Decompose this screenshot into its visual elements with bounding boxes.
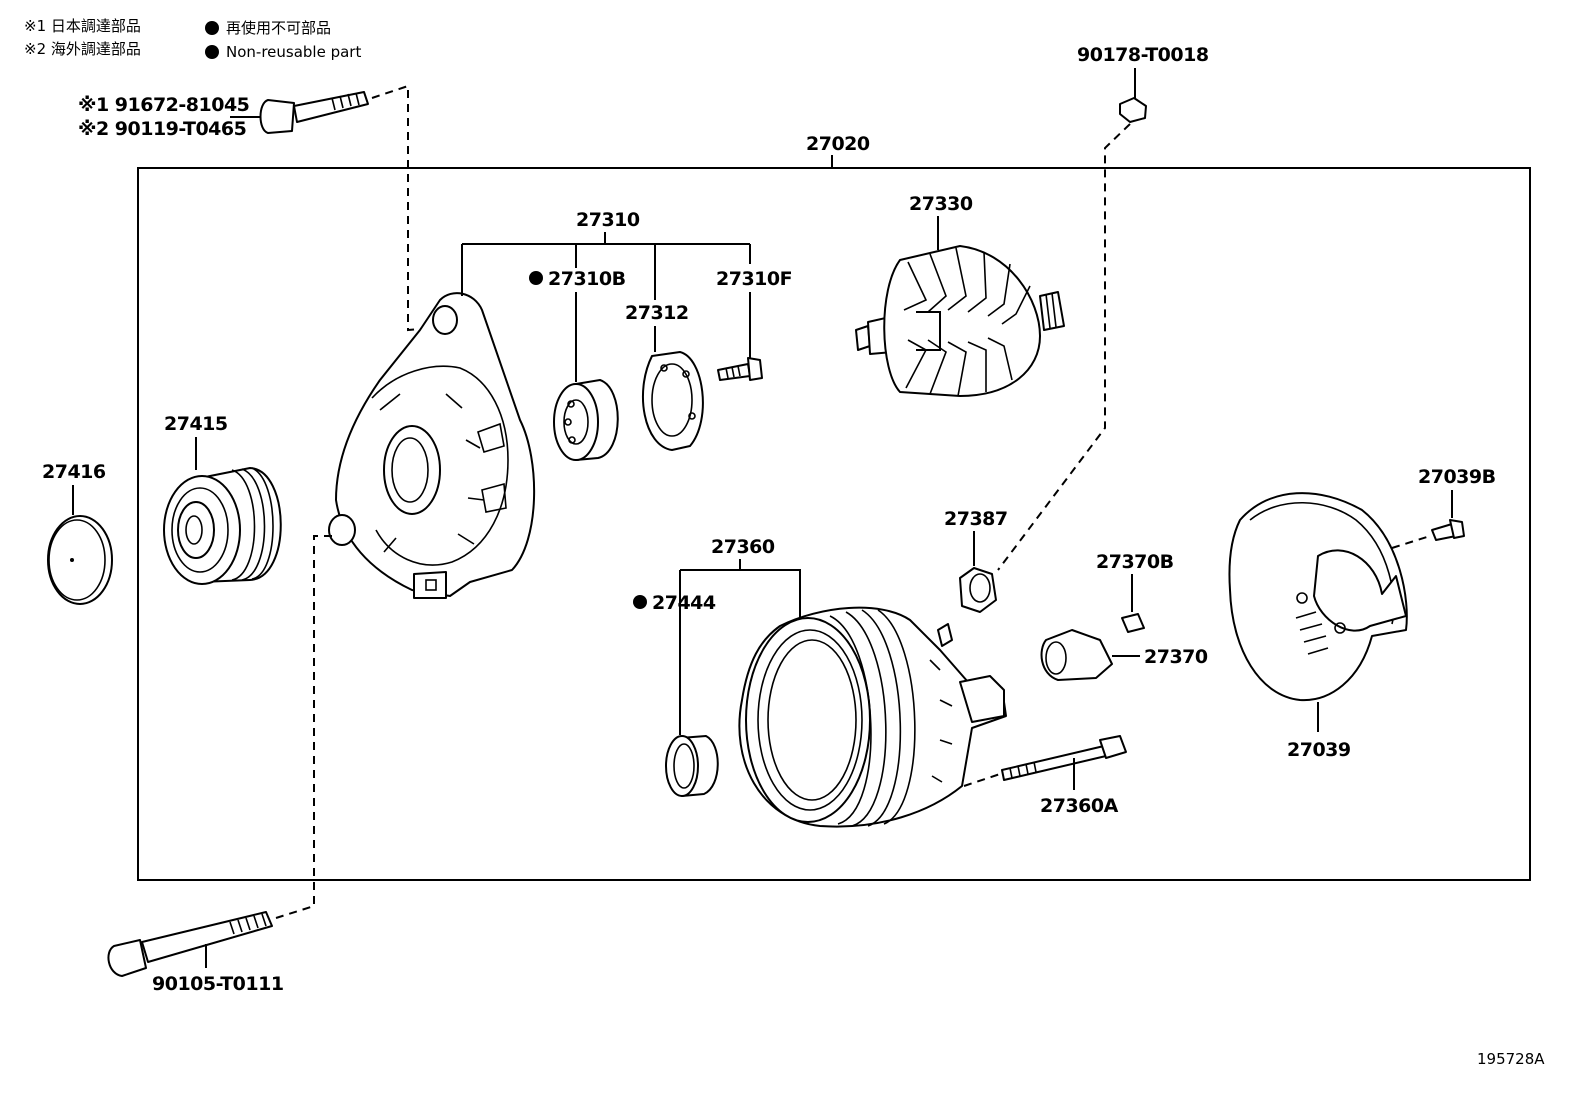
label-27310B[interactable]: 27310B <box>548 268 626 290</box>
nut-cover[interactable]: 27039B <box>1391 466 1496 549</box>
bolt-top[interactable]: ※1 91672-81045 ※2 90119-T0465 <box>78 84 433 332</box>
through-bolt[interactable]: 27360A <box>1001 735 1127 817</box>
nonreusable-dot-icon <box>205 45 219 59</box>
label-bolt-top-1[interactable]: ※1 91672-81045 <box>78 94 250 116</box>
label-27310F[interactable]: 27310F <box>716 268 793 290</box>
legend-nonreusable-en: Non-reusable part <box>226 43 361 61</box>
legend-nonreusable-jp: 再使用不可部品 <box>226 19 331 37</box>
rear-cover[interactable]: 27039 <box>1228 492 1408 761</box>
label-27039[interactable]: 27039 <box>1287 739 1351 761</box>
label-bolt-top-2[interactable]: ※2 90119-T0465 <box>78 118 247 140</box>
label-27415[interactable]: 27415 <box>164 413 228 435</box>
label-27387[interactable]: 27387 <box>944 508 1008 530</box>
nonreusable-dot-icon <box>529 271 543 285</box>
bolt-bottom[interactable]: 90105-T0111 <box>107 535 332 995</box>
label-27370B[interactable]: 27370B <box>1096 551 1174 573</box>
legend-note-1: ※1 日本調達部品 <box>24 17 141 35</box>
assembly-box <box>137 167 1531 881</box>
legend-note-2: ※2 海外調達部品 <box>24 40 141 58</box>
label-27039B[interactable]: 27039B <box>1418 466 1496 488</box>
label-27416[interactable]: 27416 <box>42 461 106 483</box>
nonreusable-dot-icon <box>205 21 219 35</box>
bearing-rear[interactable]: 27444 <box>633 592 719 797</box>
label-27360A[interactable]: 27360A <box>1040 795 1119 817</box>
label-27310[interactable]: 27310 <box>576 209 640 231</box>
front-frame[interactable] <box>328 292 536 599</box>
brush-holder[interactable]: 27370 <box>1040 629 1208 681</box>
bearing-retainer[interactable]: 27312 <box>625 302 704 451</box>
label-27370[interactable]: 27370 <box>1144 646 1208 668</box>
nonreusable-dot-icon <box>633 595 647 609</box>
legend: ※1 日本調達部品 ※2 海外調達部品 再使用不可部品 Non-reusable… <box>24 17 361 61</box>
label-27360[interactable]: 27360 <box>711 536 775 558</box>
label-27330[interactable]: 27330 <box>909 193 973 215</box>
label-27444[interactable]: 27444 <box>652 592 716 614</box>
diagram-id: 195728A <box>1477 1050 1545 1068</box>
label-bolt-bottom[interactable]: 90105-T0111 <box>152 973 284 995</box>
bearing-front[interactable]: 27310B <box>529 268 626 461</box>
screw-brush[interactable]: 27370B <box>1096 551 1174 633</box>
rotor[interactable]: 27330 <box>855 193 1065 397</box>
label-27020[interactable]: 27020 <box>806 133 870 155</box>
pulley-cap[interactable]: 27416 <box>42 461 113 605</box>
pulley[interactable]: 27415 <box>163 413 282 585</box>
frame-group-bracket: 27310 <box>461 209 751 300</box>
terminal-insulator[interactable]: 27387 <box>944 508 1008 613</box>
nut-top[interactable]: 90178-T0018 <box>997 44 1209 571</box>
stator-rear-frame[interactable]: 27360 <box>679 536 1007 828</box>
label-27312[interactable]: 27312 <box>625 302 689 324</box>
label-nut-top[interactable]: 90178-T0018 <box>1077 44 1209 66</box>
screw-frame[interactable]: 27310F <box>716 268 793 381</box>
